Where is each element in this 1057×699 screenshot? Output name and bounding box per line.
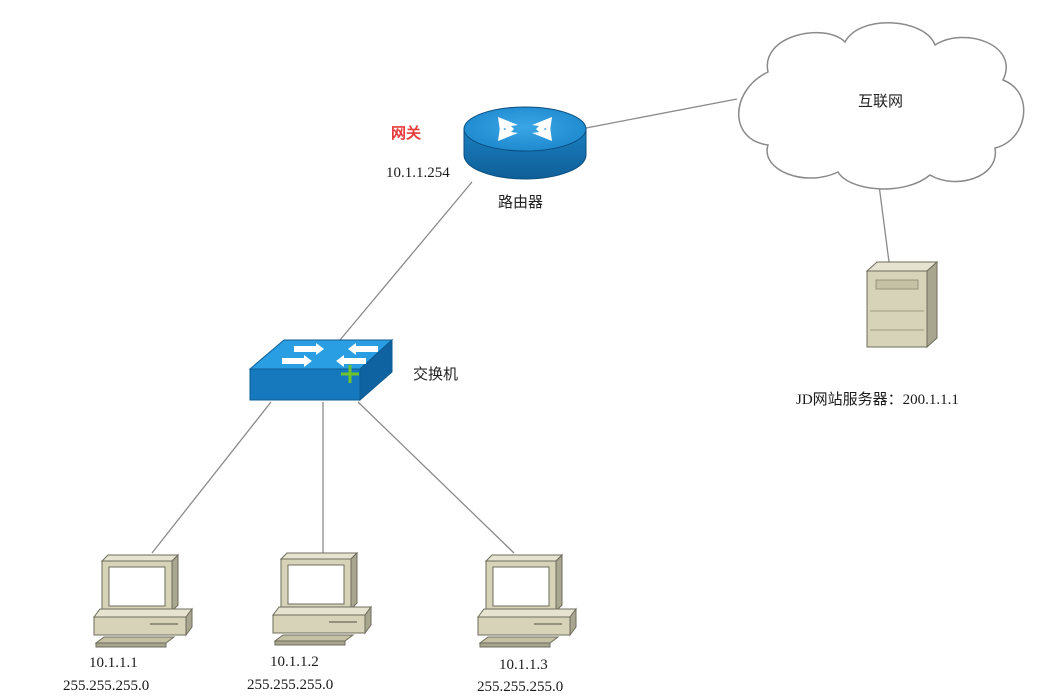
pc-2-ip: 10.1.1.2	[270, 654, 319, 670]
link-router-switch	[339, 181, 473, 341]
pc-1: 10.1.1.1 255.255.255.0	[63, 554, 193, 694]
internet-label: 互联网	[858, 92, 903, 110]
link-switch-pc3	[357, 401, 515, 554]
server-label: JD网站服务器：200.1.1.1	[796, 391, 959, 408]
internet-cloud-icon	[738, 22, 1025, 190]
gateway-label: 网关	[391, 124, 421, 142]
connections	[151, 98, 890, 554]
pc-1-ip: 10.1.1.1	[89, 655, 138, 671]
plus-marker-icon	[341, 365, 359, 383]
gateway-ip: 10.1.1.254	[386, 165, 450, 181]
link-switch-pc1	[151, 401, 272, 554]
pc-3-ip: 10.1.1.3	[499, 657, 548, 673]
pc-3: 10.1.1.3 255.255.255.0	[477, 554, 577, 695]
switch-icon	[248, 338, 394, 402]
pc-3-mask: 255.255.255.0	[477, 679, 563, 695]
link-internet-server	[878, 184, 890, 263]
router-label: 路由器	[498, 193, 543, 211]
pc-icon	[93, 554, 193, 648]
link-router-internet	[585, 98, 738, 129]
pc-icon	[477, 554, 577, 648]
router-icon	[463, 106, 587, 180]
pc-2-mask: 255.255.255.0	[247, 677, 333, 693]
pc-icon	[272, 552, 372, 646]
server-icon	[865, 260, 939, 349]
pc-1-mask: 255.255.255.0	[63, 678, 149, 694]
pc-2: 10.1.1.2 255.255.255.0	[247, 552, 372, 693]
switch-label: 交换机	[413, 365, 458, 383]
